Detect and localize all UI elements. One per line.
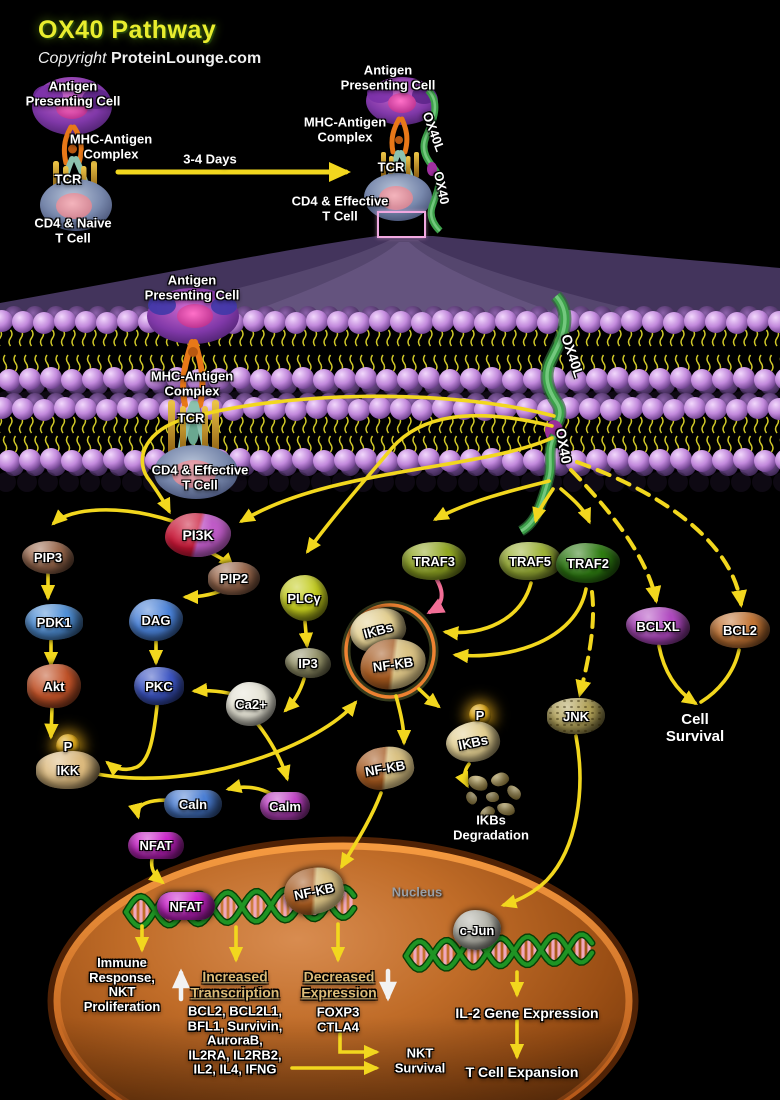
- arrow-traf3-inhibit: [426, 578, 446, 614]
- arrow-pkc-to-ikk: [105, 704, 159, 777]
- arrow-ox40-to-bcl2-dashed: [575, 460, 747, 608]
- copyright-site: ProteinLounge.com: [110, 50, 262, 67]
- page-title: OX40 Pathway: [38, 16, 217, 44]
- arrow-calm-to-caln: [225, 779, 273, 796]
- copyright-word: Copyright: [38, 50, 107, 67]
- arrow-tcr-to-plcg: [305, 413, 554, 554]
- traf3-inhibition-arrow: [426, 578, 446, 614]
- arrow-traf5-to-complex: [442, 581, 533, 641]
- copyright: Copyright ProteinLounge.com: [38, 50, 261, 68]
- arrow-nfkb-into-nucleus: [340, 791, 383, 870]
- arrow-bclxl-to-survival: [657, 644, 698, 705]
- naive-tcell-scene: [32, 77, 112, 231]
- arrow-caln-to-nfat: [128, 798, 180, 820]
- arrow-ikk-to-complex: [95, 700, 358, 780]
- arrow-jnk-to-cjun: [500, 734, 582, 909]
- nfkb-ikb-complex-ring: [341, 600, 439, 702]
- arrow-ox40-to-traf2: [559, 487, 591, 525]
- arrow-plcg-to-ip3: [298, 620, 314, 649]
- zoom-funnel: [0, 236, 780, 313]
- arrow-ip3-to-ca2: [283, 677, 306, 713]
- arrow-ox40-to-bclxl-dashed: [569, 468, 662, 604]
- arrow-pip2-to-dag: [182, 585, 232, 605]
- immune-synapse-scene: [147, 288, 572, 536]
- arrow-complex-to-nfkb: [394, 694, 412, 746]
- arrow-foxp3-to-nkt: [338, 1032, 380, 1060]
- arrow-akt-to-ikk: [44, 706, 59, 740]
- arrow-traf2-to-complex: [452, 587, 588, 664]
- arrow-bcl2-to-survival: [699, 648, 741, 704]
- zoom-highlight-box: [377, 211, 426, 238]
- arrow-ox40-to-pi3k-top: [140, 394, 556, 515]
- arrow-ox40-to-traf3: [432, 479, 551, 521]
- arrow-pi3k-to-pip2: [202, 547, 235, 569]
- pathway-arrows-dashed: [569, 460, 747, 698]
- arrow-ox40-to-traf5: [532, 487, 555, 524]
- arrow-ox40-to-pi3k-right: [238, 436, 554, 523]
- arrow-nfat-into-nucleus: [147, 857, 165, 885]
- arrow-traf2-to-jnk-dashed: [575, 590, 596, 698]
- arrow-ca2-to-pkc: [191, 682, 241, 698]
- arrow-pi3k-to-pip3: [51, 508, 174, 526]
- transcription-direction-arrows: [172, 968, 397, 1002]
- effective-tcell-scene: [364, 77, 443, 234]
- tcell-membrane: [0, 393, 780, 492]
- arrow-ikbs-to-degradation: [455, 762, 471, 789]
- arrow-complex-to-ikbs: [417, 687, 441, 709]
